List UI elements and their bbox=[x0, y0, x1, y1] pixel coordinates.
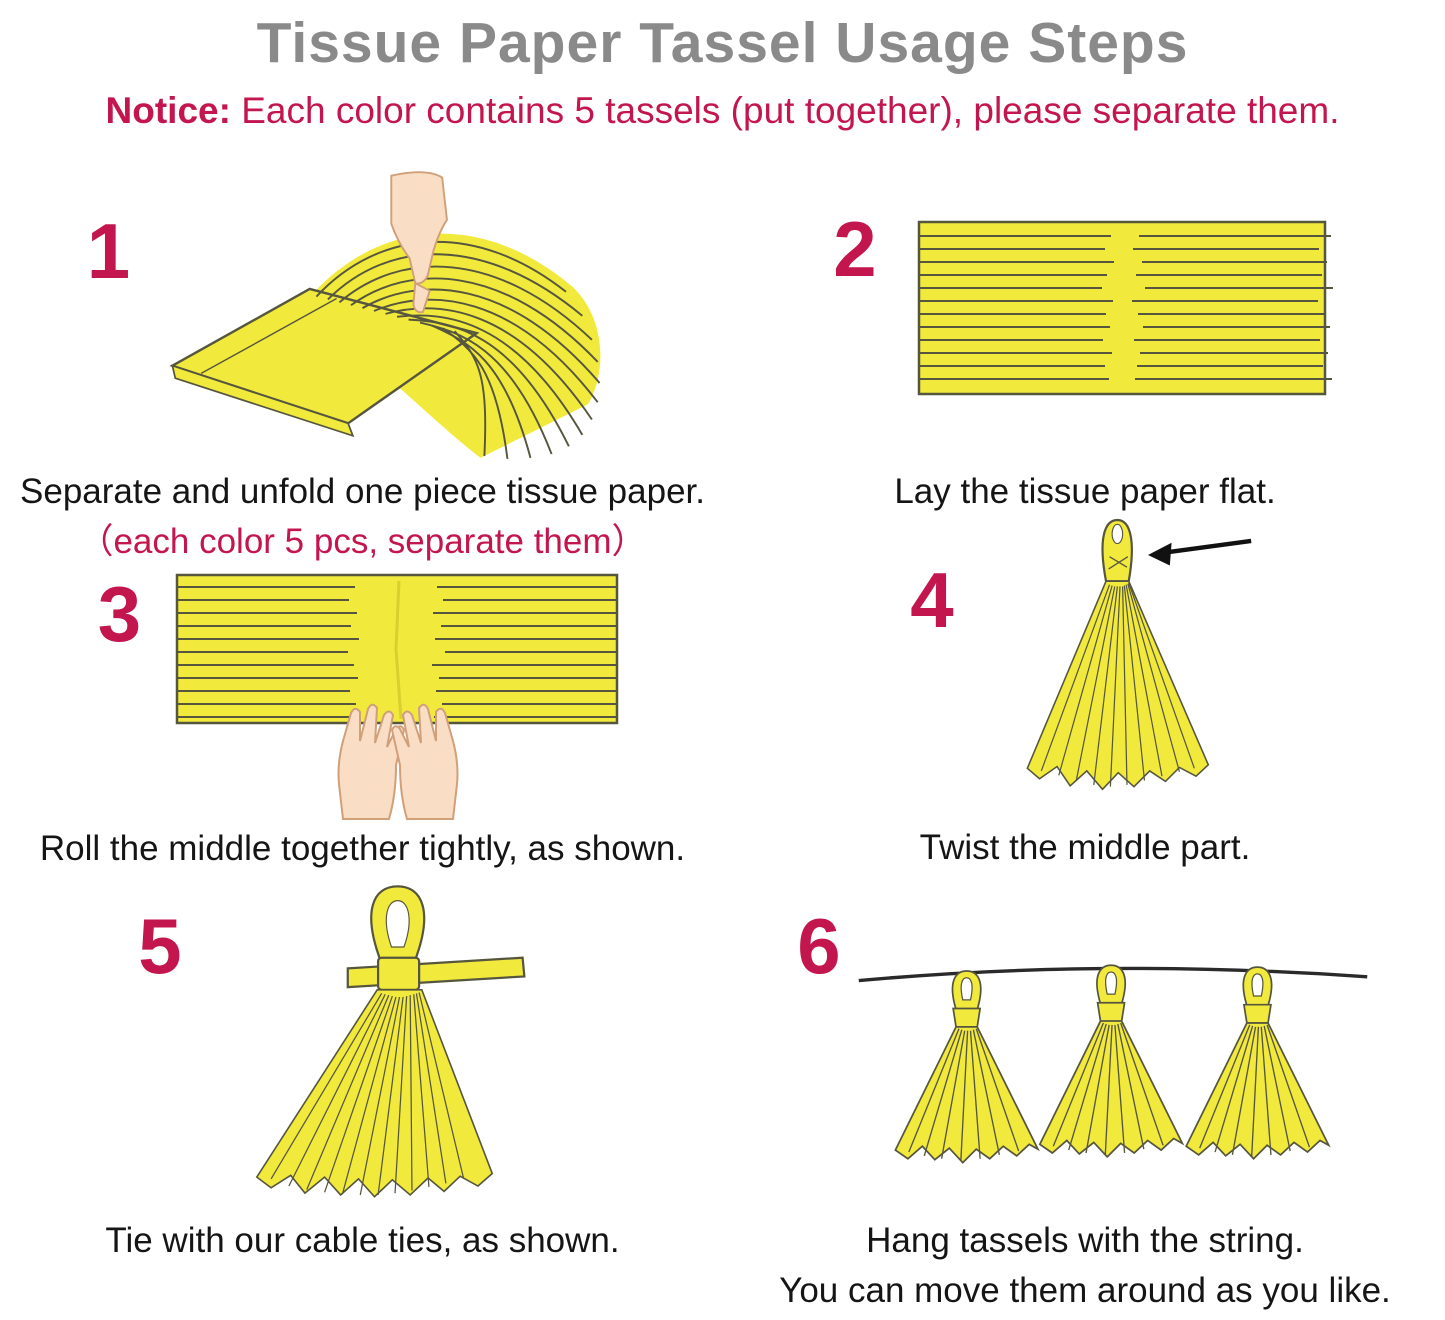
step-5-number: 5 bbox=[138, 902, 182, 990]
step-6: 6 bbox=[725, 875, 1445, 1320]
step-3-caption: Roll the middle together tightly, as sho… bbox=[39, 829, 686, 868]
fringe-strips bbox=[315, 241, 601, 459]
fringe-strips bbox=[918, 235, 1333, 380]
fringe-strips bbox=[177, 586, 618, 718]
step-4-illustration bbox=[1026, 518, 1252, 791]
hands-icon bbox=[337, 703, 459, 820]
step-2-number: 2 bbox=[833, 205, 877, 293]
step-5: 5 bbox=[0, 875, 725, 1320]
step-4-number: 4 bbox=[910, 556, 954, 644]
step-2-illustration bbox=[917, 220, 1333, 396]
step-1-number: 1 bbox=[86, 207, 131, 295]
header: Tissue Paper Tassel Usage Steps Notice: … bbox=[0, 0, 1445, 150]
step-4-caption: Twist the middle part. bbox=[919, 828, 1251, 867]
step-3: 3 bbox=[0, 565, 725, 875]
step-5-caption: Tie with our cable ties, as shown. bbox=[105, 1221, 620, 1260]
step-3-illustration bbox=[175, 573, 619, 820]
page-title: Tissue Paper Tassel Usage Steps bbox=[256, 11, 1189, 75]
tassel-skirt bbox=[1026, 580, 1209, 791]
arrow-icon bbox=[1147, 538, 1252, 566]
fringe-strips bbox=[270, 992, 465, 1196]
notice-text: Each color contains 5 tassels (put toget… bbox=[230, 90, 1340, 131]
notice-label: Notice: bbox=[105, 90, 231, 131]
step-1-subcaption: （each color 5 pcs, separate them） bbox=[78, 521, 647, 561]
step-6-caption: Hang tassels with the string. bbox=[866, 1221, 1304, 1260]
hanging-tassel bbox=[894, 970, 1039, 1164]
hanging-tassel bbox=[1185, 966, 1330, 1160]
tassel-skirt bbox=[255, 989, 493, 1198]
flat-tissue bbox=[917, 220, 1326, 396]
step-6-caption-2: You can move them around as you like. bbox=[779, 1270, 1391, 1310]
step-6-number: 6 bbox=[797, 902, 841, 990]
notice: Notice: Each color contains 5 tassels (p… bbox=[0, 90, 1445, 132]
step-5-illustration bbox=[255, 885, 526, 1198]
step-2-caption: Lay the tissue paper flat. bbox=[894, 472, 1276, 511]
cable-tie-wrap bbox=[376, 956, 420, 991]
step-6-illustration bbox=[858, 964, 1368, 1164]
hanging-tassel bbox=[1038, 964, 1183, 1158]
fringe-strips bbox=[1040, 582, 1195, 787]
step-2: 2 bbox=[725, 150, 1445, 565]
steps-grid: 1 bbox=[0, 150, 1445, 1320]
step-4: 4 bbox=[725, 518, 1445, 875]
hand-icon bbox=[390, 171, 449, 314]
step-1-illustration bbox=[169, 171, 601, 459]
step-1-caption: Separate and unfold one piece tissue pap… bbox=[20, 472, 705, 511]
cable-tie bbox=[346, 956, 526, 989]
roll-crease bbox=[394, 580, 403, 720]
step-1: 1 bbox=[0, 150, 725, 565]
step-3-number: 3 bbox=[97, 570, 142, 658]
